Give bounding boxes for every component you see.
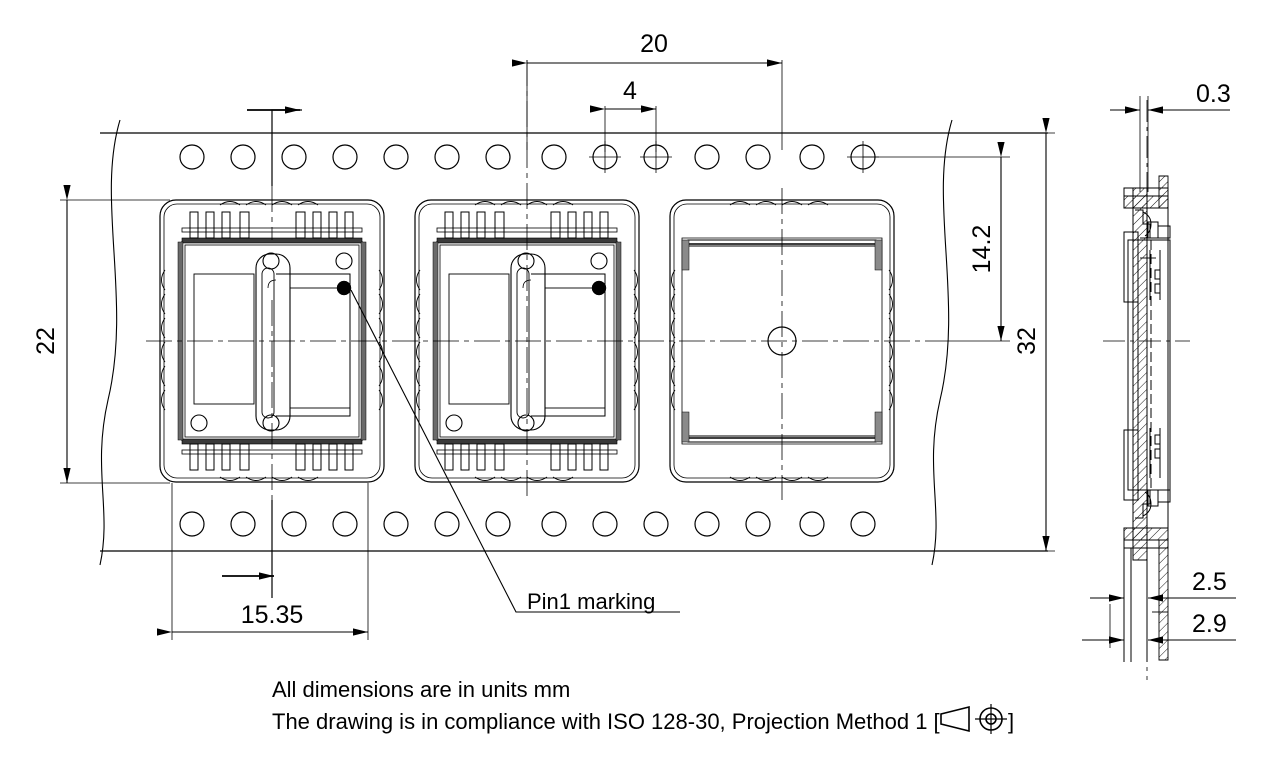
pin1-leader-line — [350, 289, 680, 613]
dimension-label-22: 22 — [32, 327, 60, 355]
break-line-right — [931, 119, 953, 566]
note-line-2: The drawing is in compliance with ISO 12… — [272, 709, 940, 734]
break-line-left — [99, 119, 121, 566]
dimension-15-35: 15.35 — [157, 483, 369, 640]
top-view — [99, 60, 1048, 566]
dimension-0-3: 0.3 — [1110, 80, 1231, 192]
side-view: 0.3 2.5 2.9 — [1082, 80, 1236, 680]
dimension-14-2: 14.2 — [863, 142, 1010, 342]
dimension-2-9: 2.9 — [1082, 604, 1236, 648]
hole-centre-marks — [589, 141, 879, 173]
dimension-label-2-5: 2.5 — [1192, 568, 1227, 596]
dimension-label-15-35: 15.35 — [241, 601, 304, 629]
dimension-4: 4 — [590, 77, 657, 152]
dimension-20: 20 — [512, 30, 783, 150]
dimension-label-14-2: 14.2 — [968, 225, 996, 274]
note-line-1: All dimensions are in units mm — [272, 677, 570, 702]
dimension-32: 32 — [940, 118, 1055, 552]
dimension-label-2-9: 2.9 — [1192, 610, 1227, 638]
dimension-label-20: 20 — [640, 30, 668, 58]
component1-centreline-markers — [222, 106, 302, 598]
sprocket-holes-bottom-row — [179, 511, 876, 537]
pin1-marking-callout: Pin1 marking — [350, 289, 680, 614]
dimension-label-0-3: 0.3 — [1196, 80, 1231, 108]
projection-symbol-first-angle — [940, 704, 1007, 734]
pocket-centrelines — [526, 60, 783, 500]
dimension-label-32: 32 — [1013, 327, 1041, 355]
sprocket-holes-top-row — [179, 144, 876, 170]
pin1-marking-label: Pin1 marking — [527, 589, 655, 614]
notes-block: All dimensions are in units mm The drawi… — [272, 677, 1014, 734]
dimension-22: 22 — [32, 185, 170, 484]
dimension-label-4: 4 — [623, 77, 637, 105]
dimension-2-5: 2.5 — [1090, 560, 1236, 604]
note-line-2-suffix: ] — [1008, 709, 1014, 734]
